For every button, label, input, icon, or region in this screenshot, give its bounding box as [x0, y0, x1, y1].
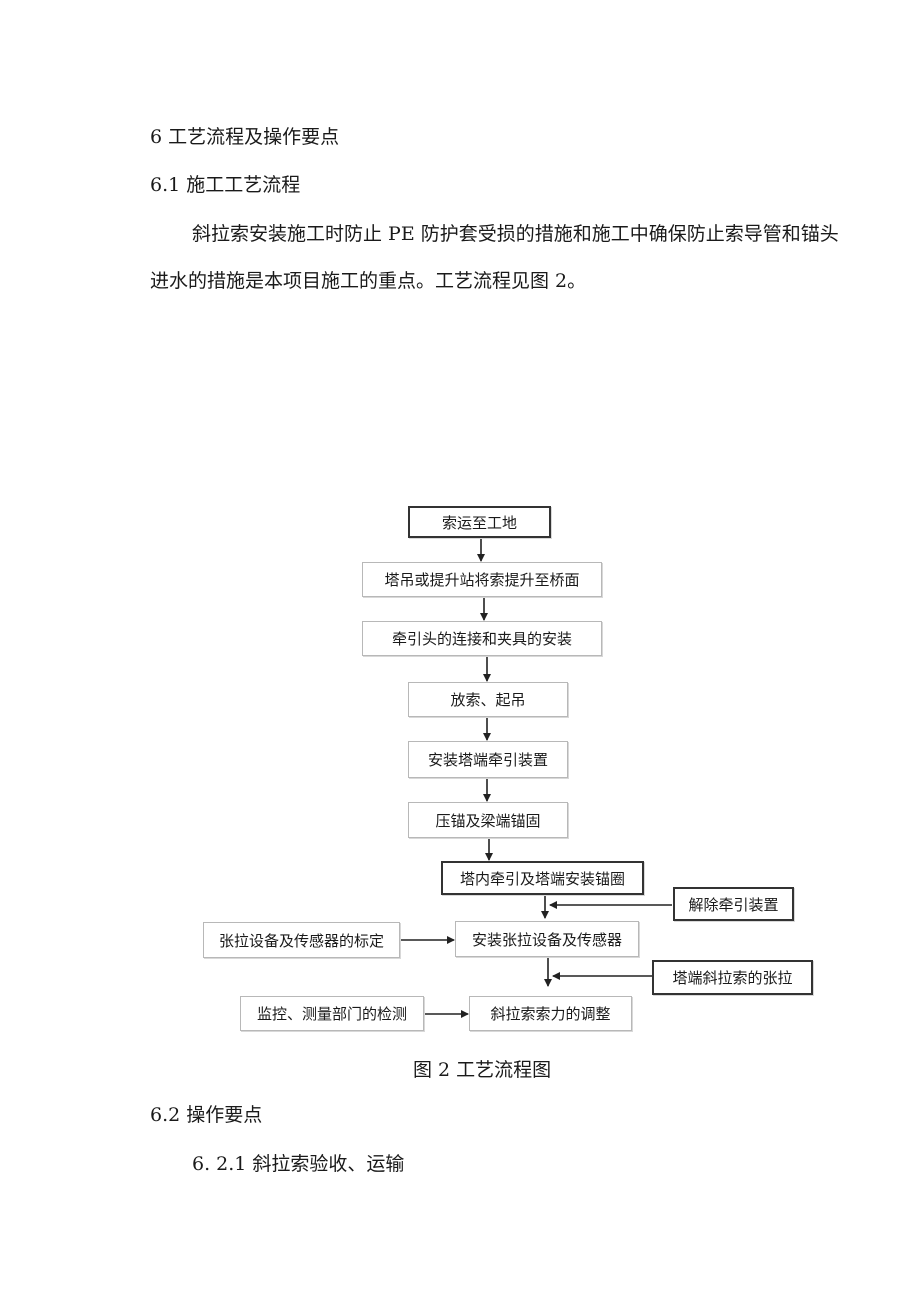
- side-box-calibration: 张拉设备及传感器的标定: [203, 922, 400, 958]
- flow-step-8: 安装张拉设备及传感器: [455, 921, 639, 957]
- flow-step-9: 斜拉索索力的调整: [469, 996, 632, 1031]
- section-6-2-1-heading: 6. 2.1 斜拉索验收、运输: [192, 1153, 405, 1175]
- flow-step-7: 塔内牵引及塔端安装锚圈: [441, 861, 644, 895]
- paragraph-line-2: 进水的措施是本项目施工的重点。工艺流程见图 2。: [150, 270, 587, 292]
- section-6-2-heading: 6.2 操作要点: [150, 1104, 263, 1126]
- flow-step-4: 放索、起吊: [408, 682, 568, 717]
- flow-step-5: 安装塔端牵引装置: [408, 741, 568, 778]
- section-6-1-heading: 6.1 施工工艺流程: [150, 174, 301, 196]
- side-box-release-traction: 解除牵引装置: [673, 887, 794, 921]
- flow-step-1: 索运至工地: [408, 506, 551, 538]
- side-box-tower-tension: 塔端斜拉索的张拉: [652, 960, 813, 995]
- side-box-monitoring: 监控、测量部门的检测: [240, 996, 424, 1031]
- flow-step-2: 塔吊或提升站将索提升至桥面: [362, 562, 602, 597]
- flow-step-3: 牵引头的连接和夹具的安装: [362, 621, 602, 656]
- paragraph-line-1: 斜拉索安装施工时防止 PE 防护套受损的措施和施工中确保防止索导管和锚头: [192, 223, 839, 245]
- flow-step-6: 压锚及梁端锚固: [408, 802, 568, 838]
- figure-caption: 图 2 工艺流程图: [413, 1059, 552, 1081]
- section-6-heading: 6 工艺流程及操作要点: [150, 126, 340, 148]
